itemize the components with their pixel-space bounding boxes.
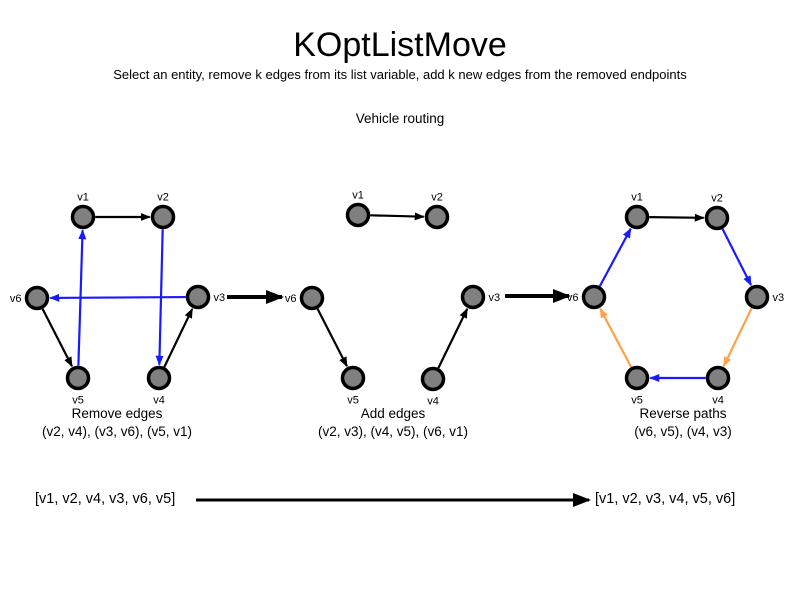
node-label-reverse-paths-v6: v6 <box>567 292 579 304</box>
node-add-edges-v3 <box>460 284 486 310</box>
edge-remove-edges-v4-v3 <box>163 308 194 368</box>
edge-reverse-paths-v3-v4 <box>722 307 753 367</box>
caption-title: Add edges <box>360 406 426 421</box>
edge-remove-edges-v5-v1 <box>77 229 87 366</box>
caption-detail: (v2, v4), (v3, v6), (v5, v1) <box>41 424 193 439</box>
node-remove-edges-v4 <box>146 365 172 391</box>
node-reverse-paths-v6 <box>581 284 607 310</box>
node-reverse-paths-v3 <box>744 284 770 310</box>
node-label-add-edges-v5: v5 <box>347 395 359 407</box>
node-add-edges-v1 <box>345 202 371 228</box>
list-after: [v1, v2, v3, v4, v5, v6] <box>595 491 736 507</box>
caption-detail: (v6, v5), (v4, v3) <box>634 424 732 439</box>
node-label-remove-edges-v1: v1 <box>77 192 89 204</box>
edge-add-edges-v6-v5 <box>316 308 348 368</box>
node-reverse-paths-v5 <box>624 365 650 391</box>
edge-remove-edges-v6-v5 <box>41 308 73 368</box>
list-before: [v1, v2, v4, v3, v6, v5] <box>35 491 176 507</box>
node-label-remove-edges-v2: v2 <box>157 192 169 204</box>
node-label-add-edges-v6: v6 <box>285 293 297 305</box>
node-label-remove-edges-v4: v4 <box>153 395 165 407</box>
page-title: KOptListMove <box>293 26 507 64</box>
context-label: Vehicle routing <box>355 111 445 126</box>
node-add-edges-v6 <box>299 285 325 311</box>
node-reverse-paths-v1 <box>624 204 650 230</box>
node-add-edges-v2 <box>424 204 450 230</box>
node-reverse-paths-v4 <box>705 365 731 391</box>
page-subtitle: Select an entity, remove k edges from it… <box>113 67 687 82</box>
caption-reverse-paths: Reverse paths (v6, v5), (v4, v3) <box>634 405 732 441</box>
node-label-add-edges-v2: v2 <box>431 192 443 204</box>
node-add-edges-v4 <box>420 366 446 392</box>
edge-reverse-paths-v6-v1 <box>598 227 632 287</box>
node-label-reverse-paths-v1: v1 <box>631 192 643 204</box>
caption-remove-edges: Remove edges (v2, v4), (v3, v6), (v5, v1… <box>42 405 192 441</box>
node-label-reverse-paths-v3: v3 <box>773 292 785 304</box>
node-label-add-edges-v4: v4 <box>427 396 439 408</box>
node-label-reverse-paths-v2: v2 <box>711 193 723 205</box>
edge-add-edges-v4-v3 <box>437 308 469 369</box>
edge-reverse-paths-v1-v2 <box>649 213 705 222</box>
caption-detail: (v2, v3), (v4, v5), (v6, v1) <box>317 424 469 439</box>
edge-reverse-paths-v5-v6 <box>599 307 633 368</box>
node-label-remove-edges-v5: v5 <box>72 395 84 407</box>
node-label-remove-edges-v6: v6 <box>10 293 22 305</box>
node-remove-edges-v5 <box>65 365 91 391</box>
node-reverse-paths-v2 <box>704 205 730 231</box>
node-remove-edges-v6 <box>24 285 50 311</box>
node-remove-edges-v2 <box>150 204 176 230</box>
node-label-remove-edges-v3: v3 <box>214 292 226 304</box>
edge-reverse-paths-v2-v3 <box>721 228 752 287</box>
caption-title: Reverse paths <box>639 406 727 421</box>
node-remove-edges-v1 <box>70 204 96 230</box>
edge-remove-edges-v3-v6 <box>49 293 186 302</box>
caption-add-edges: Add edges (v2, v3), (v4, v5), (v6, v1) <box>318 405 468 441</box>
node-label-reverse-paths-v5: v5 <box>631 395 643 407</box>
node-add-edges-v5 <box>340 365 366 391</box>
edge-add-edges-v1-v2 <box>370 212 425 221</box>
node-label-add-edges-v1: v1 <box>352 190 364 202</box>
node-remove-edges-v3 <box>185 284 211 310</box>
node-label-reverse-paths-v4: v4 <box>712 395 724 407</box>
caption-title: Remove edges <box>71 406 163 421</box>
node-label-add-edges-v3: v3 <box>489 292 501 304</box>
